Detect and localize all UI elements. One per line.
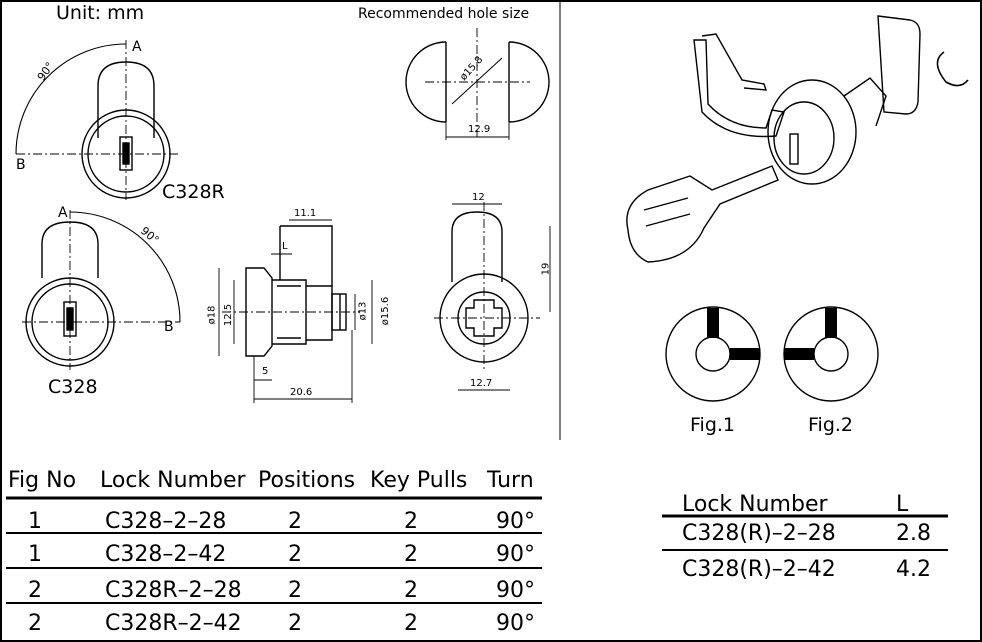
dim-20-6: 20.6	[290, 387, 313, 398]
cell-fig-no: 1	[28, 542, 42, 567]
cell-lock-number: C328R–2–28	[105, 578, 242, 603]
header-l: L	[896, 492, 909, 517]
cam-label-a-top: A	[132, 39, 142, 55]
c328r-front-view	[15, 40, 178, 200]
side-view	[218, 219, 373, 403]
cell-fig-no: 2	[28, 578, 42, 603]
header-turn: Turn	[487, 468, 534, 493]
hole-title: Recommended hole size	[358, 6, 530, 22]
header-lock-number: Lock Number	[100, 468, 246, 493]
cam-label-a-bottom: A	[58, 205, 68, 221]
cell-fig-no: 2	[28, 611, 42, 636]
cell-turn: 90°	[496, 611, 535, 636]
cam-label-b-top: B	[16, 157, 26, 173]
cell-turn: 90°	[496, 509, 535, 534]
cell-key-pulls: 2	[404, 542, 418, 567]
cell-lock-number: C328–2–28	[105, 509, 227, 534]
fig2-label: Fig.2	[808, 414, 854, 436]
cam-end-view	[434, 202, 551, 391]
cell-turn: 90°	[496, 578, 535, 603]
dim-cam-bottom: 12.7	[470, 378, 493, 389]
fig1-label: Fig.1	[690, 414, 736, 436]
fig1-diagram	[665, 306, 761, 402]
c328-front-view	[22, 210, 181, 370]
cell-l-value: 4.2	[896, 557, 931, 582]
cell-lock-number: C328(R)–2–28	[682, 521, 836, 546]
model-label-c328r: C328R	[162, 181, 225, 203]
exploded-illustration	[626, 15, 969, 263]
cell-l-value: 2.8	[896, 521, 931, 546]
cell-key-pulls: 2	[404, 509, 418, 534]
main-table: Fig No Lock Number Positions Key Pulls T…	[0, 468, 545, 640]
dim-top-length: 11.1	[294, 208, 317, 219]
cell-fig-no: 1	[28, 509, 42, 534]
dim-cam-width: 12	[472, 192, 485, 203]
cell-lock-number: C328–2–42	[105, 542, 227, 567]
dim-5: 5	[262, 366, 269, 377]
cell-turn: 90°	[496, 542, 535, 567]
header-fig-no: Fig No	[8, 468, 77, 493]
model-label-c328: C328	[48, 376, 98, 398]
header-positions: Positions	[258, 468, 356, 493]
unit-label: Unit: mm	[56, 2, 145, 24]
header-lock-number: Lock Number	[682, 492, 828, 517]
l-table-lines	[662, 514, 948, 551]
dim-hole-flat: 12.9	[468, 124, 491, 135]
cell-key-pulls: 2	[404, 611, 418, 636]
dim-d12-5: 12.5	[223, 303, 235, 327]
dim-l: L	[282, 241, 288, 252]
header-key-pulls: Key Pulls	[370, 468, 468, 493]
fig2-diagram	[783, 306, 879, 402]
dim-d15-6: ø15.6	[380, 296, 392, 326]
cell-key-pulls: 2	[404, 578, 418, 603]
l-table: Lock Number L C328(R)–2–28 2.8 C328(R)–2…	[660, 492, 952, 592]
main-table-lines	[6, 496, 542, 604]
cell-positions: 2	[288, 578, 302, 603]
hole-view	[405, 28, 550, 140]
cell-lock-number: C328R–2–42	[105, 611, 242, 636]
dim-d18: ø18	[206, 305, 218, 325]
cell-positions: 2	[288, 509, 302, 534]
cell-positions: 2	[288, 542, 302, 567]
cell-positions: 2	[288, 611, 302, 636]
dim-d13: ø13	[357, 301, 369, 321]
dim-cam-height: 19	[540, 262, 552, 276]
cell-lock-number: C328(R)–2–42	[682, 557, 836, 582]
cam-label-b-bottom: B	[164, 319, 174, 335]
